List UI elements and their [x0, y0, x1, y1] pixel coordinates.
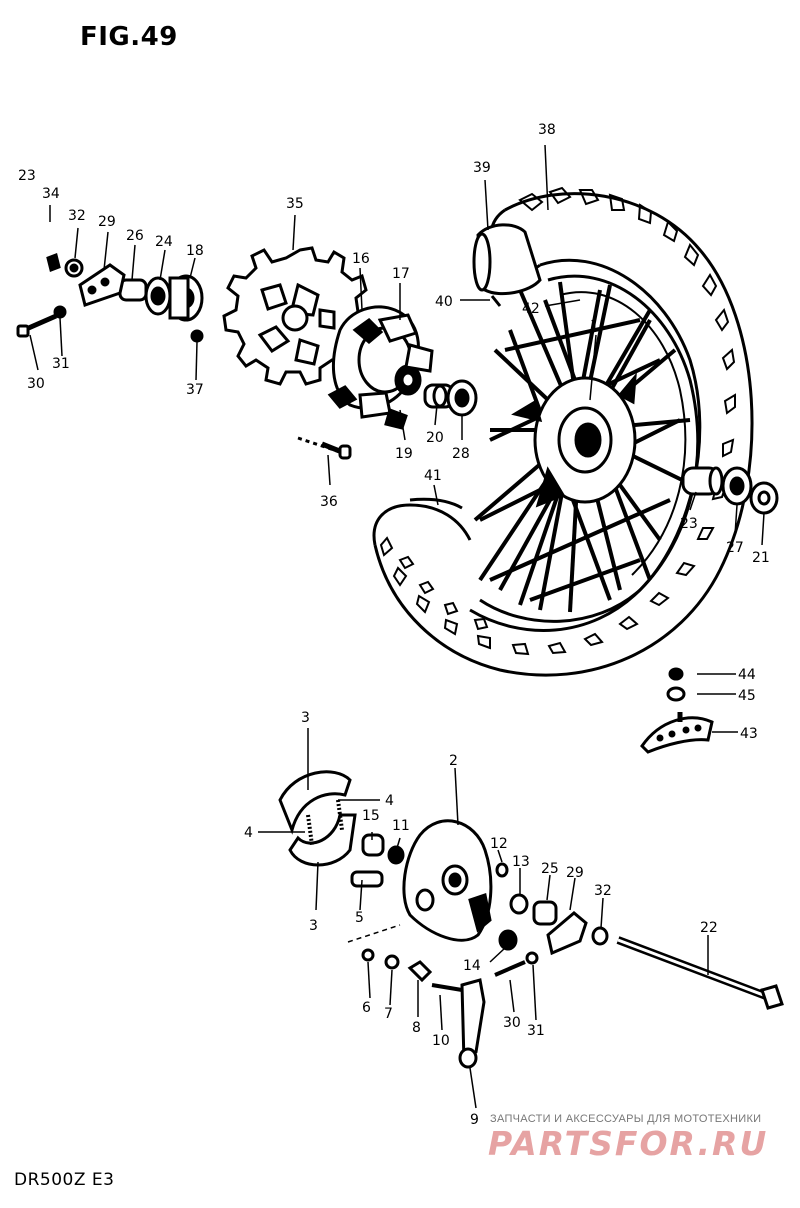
- callout-10: 10: [432, 1033, 450, 1049]
- callout-44: 44: [738, 667, 756, 683]
- callout-24: 24: [155, 234, 173, 250]
- left-axle-parts: [16, 253, 204, 343]
- callout-11: 11: [392, 818, 410, 834]
- callout-29-right: 29: [566, 865, 584, 881]
- callout-32-right: 32: [594, 883, 612, 899]
- watermark-logo: PARTSFOR.RU: [488, 1124, 769, 1163]
- callout-19: 19: [395, 446, 413, 462]
- callout-30-bottom: 30: [503, 1015, 521, 1031]
- brake-shoes: [278, 770, 357, 867]
- callout-8: 8: [412, 1020, 421, 1036]
- callout-43: 43: [740, 726, 758, 742]
- callout-6: 6: [362, 1000, 371, 1016]
- callout-34: 34: [42, 186, 60, 202]
- callout-27: 27: [726, 540, 744, 556]
- callout-labels: 38 39 40 42 1 35 16 17 19 20 28 36 41 23…: [18, 122, 770, 1128]
- callout-2: 2: [449, 753, 458, 769]
- callout-9: 9: [470, 1112, 479, 1128]
- damper-rubbers: [358, 313, 434, 430]
- callout-39: 39: [473, 160, 491, 176]
- callout-14: 14: [463, 958, 481, 974]
- hub: [511, 372, 637, 508]
- callout-20: 20: [426, 430, 444, 446]
- callout-21: 21: [752, 550, 770, 566]
- callout-25: 25: [541, 861, 559, 877]
- watermark-caption: ЗАПЧАСТИ И АКСЕССУАРЫ ДЛЯ МОТОТЕХНИКИ: [490, 1113, 762, 1125]
- callout-37: 37: [186, 382, 204, 398]
- callout-1: 1: [590, 318, 599, 334]
- callout-4-right: 4: [385, 793, 394, 809]
- sprocket-drum: [327, 305, 434, 430]
- figure-title: FIG.49: [80, 22, 178, 52]
- callout-22: 22: [700, 920, 718, 936]
- callout-23: 23: [680, 516, 698, 532]
- callout-42: 42: [522, 301, 540, 317]
- leader-lines: [29, 144, 765, 1109]
- tube: [409, 223, 542, 510]
- sprocket: [222, 246, 370, 386]
- callout-7: 7: [384, 1006, 393, 1022]
- callout-23-top: 23: [18, 168, 36, 184]
- callout-5: 5: [355, 910, 364, 926]
- spokes: [473, 281, 691, 613]
- callout-28: 28: [452, 446, 470, 462]
- rim: [473, 274, 700, 623]
- rim-lock-parts: [640, 667, 714, 754]
- callout-29: 29: [98, 214, 116, 230]
- callout-41: 41: [424, 468, 442, 484]
- callout-38: 38: [538, 122, 556, 138]
- callout-31-bottom: 31: [527, 1023, 545, 1039]
- right-axle-parts: [681, 466, 779, 515]
- callout-16: 16: [352, 251, 370, 267]
- callout-40: 40: [435, 294, 453, 310]
- callout-3-top: 3: [301, 710, 310, 726]
- callout-3-bottom: 3: [309, 918, 318, 934]
- callout-17: 17: [392, 266, 410, 282]
- bolt-36: [297, 436, 352, 460]
- callout-36: 36: [320, 494, 338, 510]
- callout-4-left: 4: [244, 825, 253, 841]
- callout-12: 12: [490, 836, 508, 852]
- callout-13: 13: [512, 854, 530, 870]
- callout-32: 32: [68, 208, 86, 224]
- rear-axle: [616, 936, 784, 1010]
- callout-26: 26: [126, 228, 144, 244]
- callout-15: 15: [362, 808, 380, 824]
- callout-31: 31: [52, 356, 70, 372]
- callout-18: 18: [186, 243, 204, 259]
- callout-35: 35: [286, 196, 304, 212]
- spacer-and-bearing: [423, 379, 478, 417]
- callout-45: 45: [738, 688, 756, 704]
- brake-panel: [350, 819, 609, 1069]
- callout-30: 30: [27, 376, 45, 392]
- model-code: DR500Z E3: [14, 1170, 115, 1190]
